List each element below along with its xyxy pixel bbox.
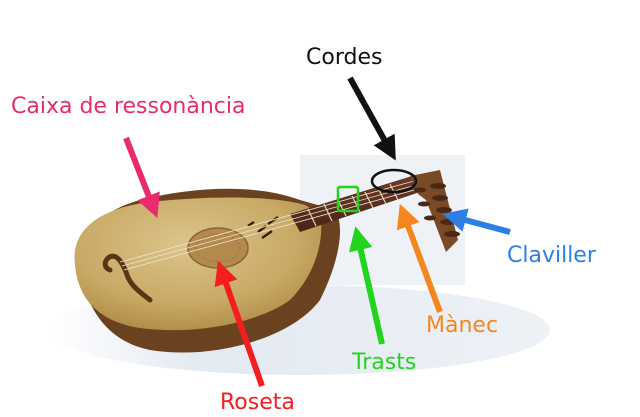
lute-strings [119, 180, 419, 271]
label-claviller: Claviller [507, 243, 596, 268]
lute-bridge [102, 253, 153, 303]
trasts-highlight-box [336, 185, 360, 213]
label-caixa-de-ressonancia: Caixa de ressonància [11, 94, 246, 119]
claviller-arrow [442, 208, 511, 235]
lute-body-frets [247, 215, 279, 240]
cordes-arrow [347, 76, 396, 161]
manec-arrow [396, 203, 443, 314]
label-manec: Mànec [426, 313, 499, 338]
lute-neck [290, 176, 420, 232]
roseta-arrow [214, 260, 265, 387]
trasts-arrow [348, 226, 385, 345]
label-cordes: Cordes [306, 45, 383, 70]
label-roseta: Roseta [220, 390, 295, 415]
caixa-arrow [123, 136, 160, 219]
cordes-highlight-ring [370, 168, 418, 194]
label-trasts: Trasts [352, 350, 417, 375]
